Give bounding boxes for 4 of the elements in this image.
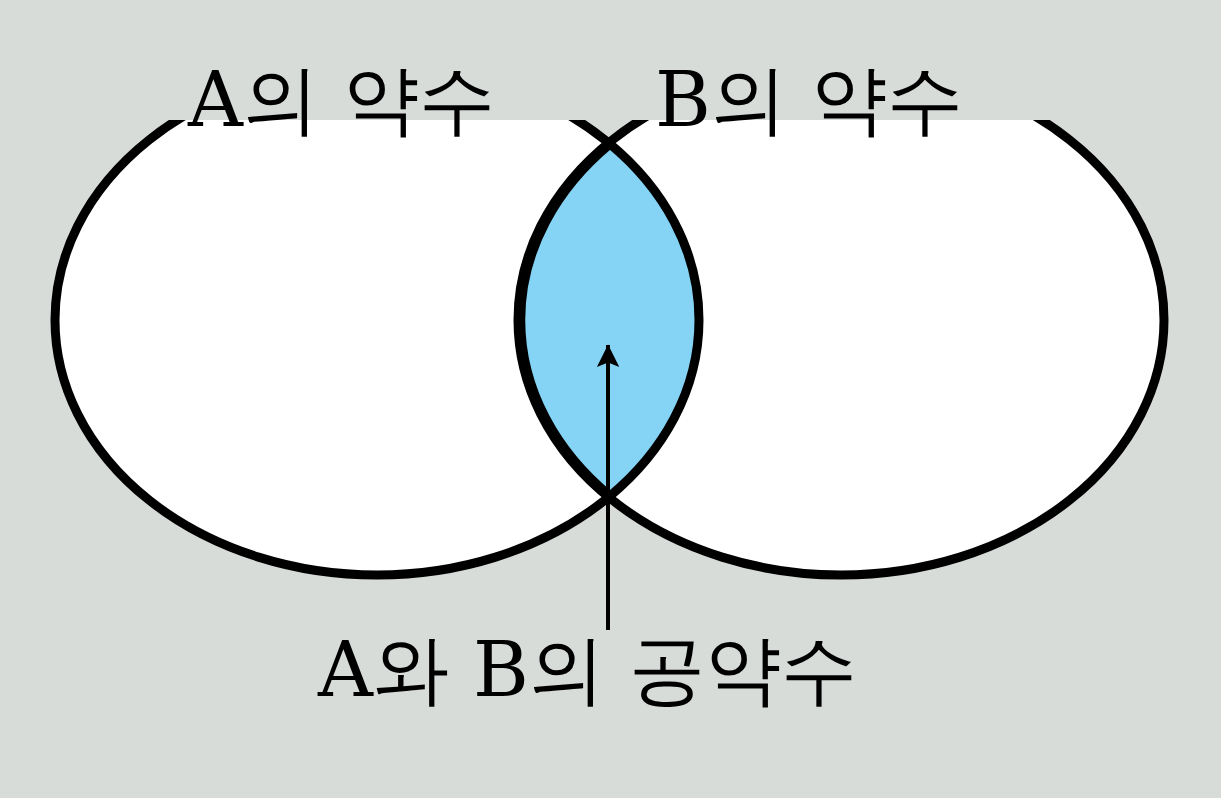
caption-text: A와 B의 공약수	[318, 632, 858, 708]
set-label: A의 약수	[188, 62, 496, 138]
set-label: B의 약수	[655, 62, 963, 138]
leader-line	[596, 344, 620, 630]
